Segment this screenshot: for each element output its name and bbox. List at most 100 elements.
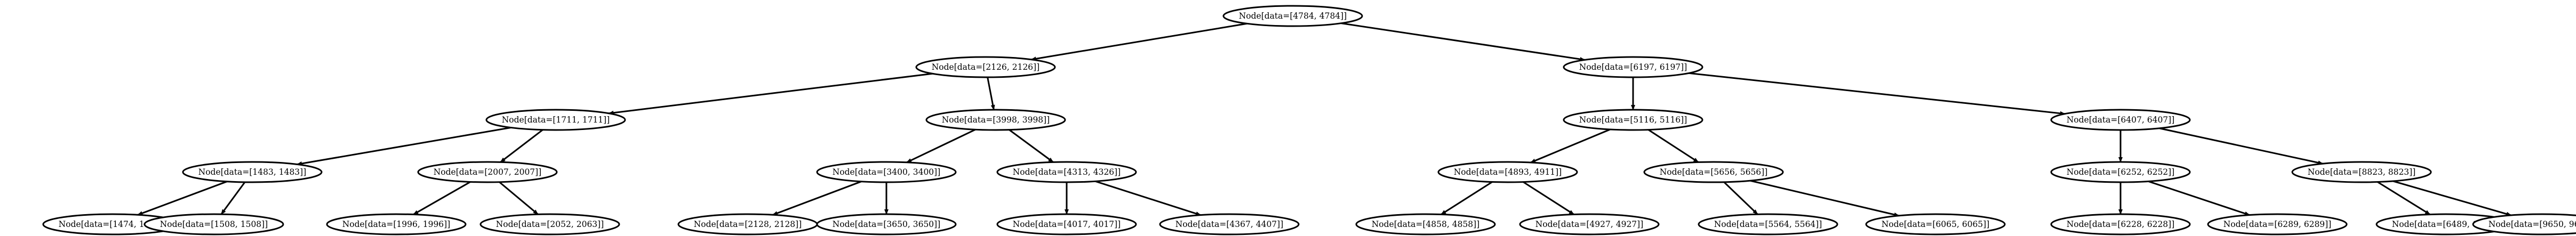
node-label: Node[data=[6197, 6197]]: [1579, 62, 1687, 72]
tree-node: Node[data=[6289, 6289]]: [2207, 213, 2348, 235]
tree-node: Node[data=[4858, 4858]]: [1355, 213, 1496, 235]
tree-node: Node[data=[2007, 2007]]: [417, 161, 558, 183]
node-ellipse: [2050, 109, 2191, 131]
edge-n5-n12: [1647, 129, 1699, 163]
node-label: Node[data=[1474, 1474]]: [59, 219, 167, 229]
node-ellipse: [1643, 161, 1784, 183]
node-label: Node[data=[9650, 9650]]: [2489, 219, 2576, 229]
node-label: Node[data=[5564, 5564]]: [1714, 219, 1822, 229]
node-label: Node[data=[2128, 2128]]: [694, 219, 802, 229]
tree-node: Node[data=[3998, 3998]]: [925, 109, 1066, 131]
tree-node: Node[data=[4927, 4927]]: [1519, 213, 1660, 235]
edge-n7-n16: [220, 182, 246, 215]
tree-node: Node[data=[4017, 4017]]: [996, 213, 1137, 235]
node-ellipse: [2050, 161, 2191, 183]
node-ellipse: [1519, 213, 1660, 235]
edge-n4-n10: [1009, 129, 1054, 163]
edge-n1-n4: [987, 77, 995, 110]
node-ellipse: [1698, 213, 1838, 235]
node-label: Node[data=[1711, 1711]]: [502, 115, 610, 125]
tree-node: Node[data=[5656, 5656]]: [1643, 161, 1784, 183]
node-label: Node[data=[6065, 6065]]: [1882, 219, 1990, 229]
tree-node: Node[data=[6065, 6065]]: [1865, 213, 2006, 235]
node-label: Node[data=[4927, 4927]]: [1535, 219, 1644, 229]
tree-node: Node[data=[1474, 1474]]: [42, 213, 183, 235]
node-ellipse: [996, 161, 1137, 183]
node-label: Node[data=[6407, 6407]]: [2067, 115, 2175, 125]
tree-node: Node[data=[6228, 6228]]: [2050, 213, 2191, 235]
node-label: Node[data=[4858, 4858]]: [1372, 219, 1480, 229]
edge-n12-n25: [1723, 181, 1758, 215]
tree-node: Node[data=[9650, 9650]]: [2472, 213, 2576, 235]
edge-n11-n23: [1441, 181, 1493, 215]
node-label: Node[data=[6252, 6252]]: [2067, 167, 2175, 177]
node-label: Node[data=[5656, 5656]]: [1660, 167, 1768, 177]
node-label: Node[data=[6289, 6289]]: [2223, 219, 2332, 229]
node-ellipse: [182, 161, 323, 183]
node-label: Node[data=[1996, 1996]]: [342, 219, 451, 229]
node-label: Node[data=[1483, 1483]]: [198, 167, 307, 177]
node-label: Node[data=[4017, 4017]]: [1013, 219, 1121, 229]
node-ellipse: [816, 161, 957, 183]
tree-node: Node[data=[6407, 6407]]: [2050, 109, 2191, 131]
tree-node: Node[data=[5116, 5116]]: [1563, 109, 1703, 131]
node-ellipse: [143, 213, 284, 235]
node-label: Node[data=[3400, 3400]]: [833, 167, 941, 177]
tree-node: Node[data=[1711, 1711]]: [485, 109, 626, 131]
tree-node: Node[data=[4893, 4911]]: [1437, 161, 1578, 183]
node-label: Node[data=[4893, 4911]]: [1454, 167, 1562, 177]
node-label: Node[data=[1508, 1508]]: [160, 219, 268, 229]
node-ellipse: [816, 213, 957, 235]
node-label: Node[data=[6228, 6228]]: [2067, 219, 2175, 229]
node-label: Node[data=[3998, 3998]]: [942, 115, 1050, 125]
node-ellipse: [1437, 161, 1578, 183]
edge-n14-n29: [2377, 181, 2431, 215]
node-ellipse: [915, 56, 1056, 78]
node-ellipse: [326, 213, 467, 235]
nodes-layer: Node[data=[4784, 4784]] Node[data=[2126, …: [42, 5, 2576, 235]
node-ellipse: [925, 109, 1066, 131]
tree-node: Node[data=[2128, 2128]]: [677, 213, 818, 235]
edge-n2-n6: [1689, 72, 2066, 116]
node-ellipse: [1159, 213, 1300, 235]
edge-n12-n26: [1750, 180, 1900, 217]
edges-layer: [137, 22, 2512, 217]
edge-n0-n2: [1341, 22, 1586, 61]
edge-n0-n1: [1030, 22, 1247, 61]
node-ellipse: [485, 109, 626, 131]
edge-n4-n9: [906, 128, 976, 164]
node-label: Node[data=[4313, 4326]]: [1013, 167, 1121, 177]
edge-n9-n19: [772, 181, 862, 216]
node-ellipse: [1222, 5, 1363, 27]
node-ellipse: [2291, 161, 2432, 183]
edge-n8-n17: [413, 181, 471, 215]
node-label: Node[data=[6489, 6489]]: [2392, 219, 2500, 229]
node-ellipse: [1563, 56, 1703, 78]
tree-node: Node[data=[4313, 4326]]: [996, 161, 1137, 183]
node-ellipse: [1563, 109, 1703, 131]
node-ellipse: [1865, 213, 2006, 235]
tree-node: Node[data=[1483, 1483]]: [182, 161, 323, 183]
tree-node: Node[data=[3650, 3650]]: [816, 213, 957, 235]
node-ellipse: [2472, 213, 2576, 235]
node-ellipse: [1355, 213, 1496, 235]
node-label: Node[data=[4784, 4784]]: [1239, 11, 1347, 21]
node-ellipse: [417, 161, 558, 183]
tree-node: Node[data=[6197, 6197]]: [1563, 56, 1703, 78]
node-label: Node[data=[2052, 2063]]: [496, 219, 604, 229]
node-ellipse: [2207, 213, 2348, 235]
tree-node: Node[data=[8823, 8823]]: [2291, 161, 2432, 183]
node-ellipse: [2050, 213, 2191, 235]
node-label: Node[data=[2126, 2126]]: [932, 62, 1040, 72]
edge-n6-n14: [2159, 127, 2324, 165]
edge-n3-n7: [297, 127, 511, 166]
node-label: Node[data=[2007, 2007]]: [434, 167, 542, 177]
tree-node: Node[data=[2126, 2126]]: [915, 56, 1056, 78]
edge-n14-n30: [2393, 180, 2512, 216]
edge-n3-n8: [500, 129, 543, 163]
edge-n7-n15: [137, 181, 228, 216]
node-label: Node[data=[8823, 8823]]: [2308, 167, 2416, 177]
node-label: Node[data=[3650, 3650]]: [833, 219, 941, 229]
node-label: Node[data=[5116, 5116]]: [1579, 115, 1687, 125]
